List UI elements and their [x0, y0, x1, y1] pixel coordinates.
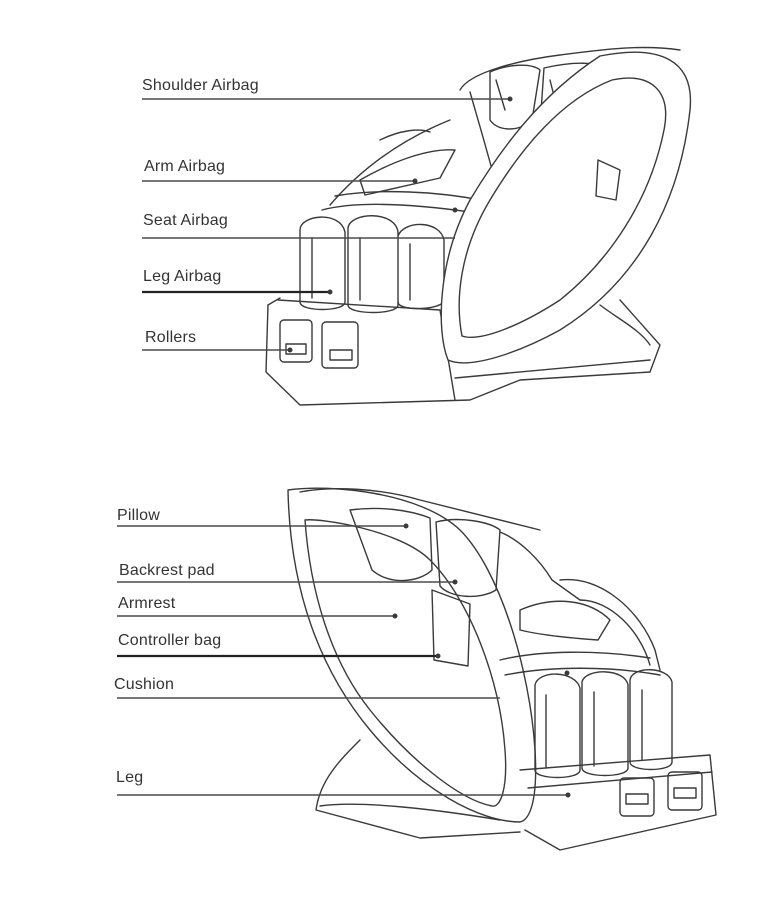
label-pillow: Pillow — [117, 507, 160, 524]
label-backrest-pad: Backrest pad — [119, 562, 215, 579]
bottom-chair-illustration — [117, 487, 717, 851]
bottom-chair-diagram: Pillow Backrest pad Armrest Controller b… — [0, 470, 769, 901]
top-chair-diagram: Shoulder Airbag Arm Airbag Seat Airbag L… — [0, 0, 769, 440]
label-arm-airbag: Arm Airbag — [144, 158, 226, 175]
top-chair-illustration — [142, 46, 692, 406]
label-controller-bag: Controller bag — [118, 632, 222, 649]
label-leg-airbag: Leg Airbag — [143, 268, 222, 285]
label-cushion: Cushion — [114, 676, 175, 693]
label-seat-airbag: Seat Airbag — [143, 212, 228, 229]
label-armrest: Armrest — [118, 595, 176, 612]
label-leg: Leg — [116, 769, 144, 786]
label-shoulder-airbag: Shoulder Airbag — [142, 77, 259, 94]
label-rollers: Rollers — [145, 329, 197, 346]
